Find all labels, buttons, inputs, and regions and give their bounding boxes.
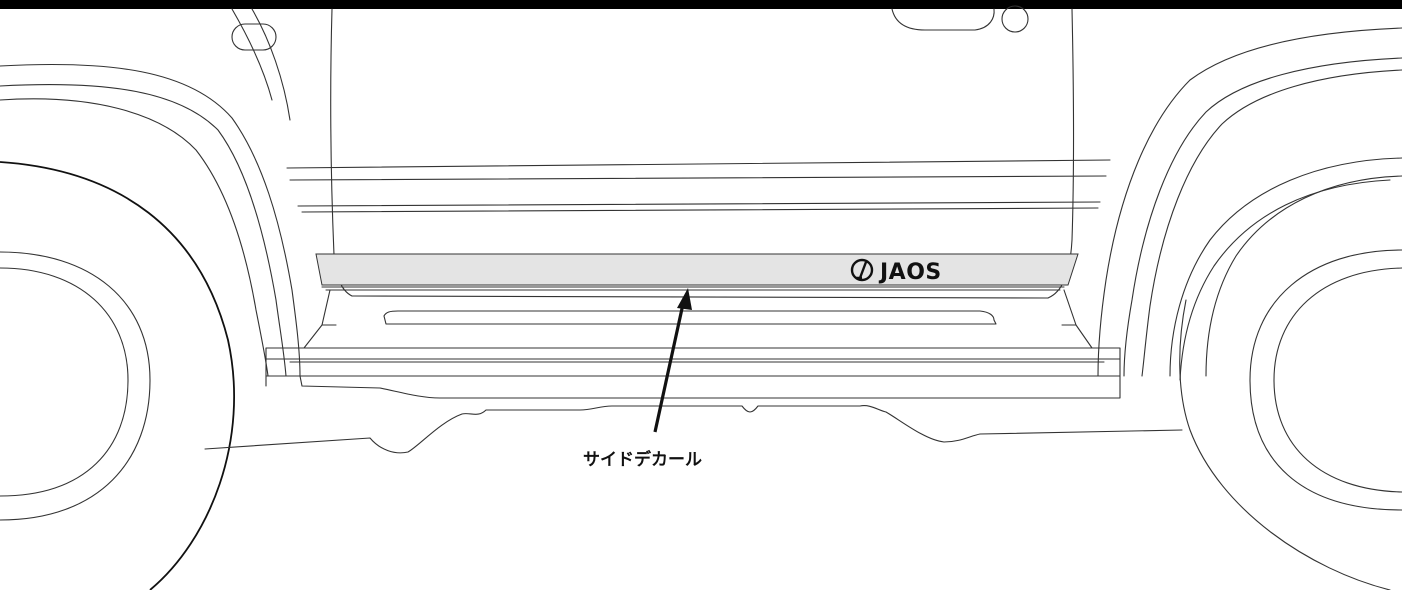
underbody	[204, 375, 1183, 454]
top-border-bar	[0, 0, 1402, 9]
door-handle-front	[231, 23, 277, 51]
front-tire	[0, 161, 235, 590]
callout-arrow	[653, 288, 692, 433]
jaos-logo: JAOS	[850, 258, 942, 285]
side-decal: JAOS	[315, 253, 1079, 286]
rear-wheel-arch	[1097, 27, 1402, 381]
door-lock-icon	[1001, 5, 1029, 33]
callout-label: サイドデカール	[583, 449, 702, 470]
front-wheel-arch	[0, 8, 301, 377]
side-sill	[265, 286, 1121, 377]
rear-tire	[1179, 249, 1402, 590]
decal-brand-text: JAOS	[878, 260, 942, 285]
body-lines	[286, 159, 1111, 213]
door-handle-rear	[891, 8, 995, 31]
decal-band	[315, 253, 1079, 286]
